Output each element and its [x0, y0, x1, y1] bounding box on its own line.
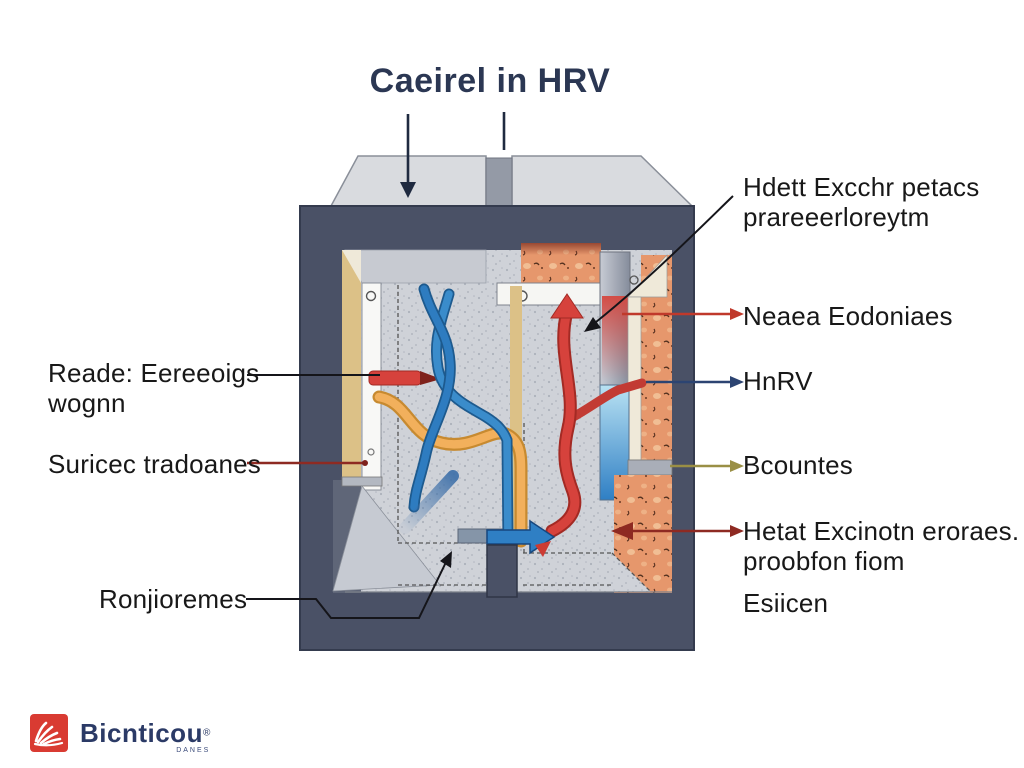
panel-screw-icon [365, 290, 377, 302]
brand-logo: Bicnticou® DANES [30, 714, 210, 754]
brand-logo-icon [30, 714, 68, 752]
label-reade-line2: wognn [48, 388, 126, 418]
floor-arrowhead [440, 551, 452, 568]
label-reade: Reade: Eereeoigs wognn [48, 358, 259, 418]
label-neaea: Neaea Eodoniaes [743, 301, 953, 331]
brand-name: Bicnticou [80, 718, 203, 748]
label-reade-line1: Reade: Eereeoigs [48, 358, 260, 388]
right-gray-band [627, 459, 673, 476]
heat-extract-arrowhead [611, 522, 633, 540]
red-up-arrowhead [550, 293, 584, 319]
floor-bevel-left [332, 485, 441, 592]
label-esiicen: Esiicen [743, 588, 829, 618]
left-insulation-strip [342, 250, 361, 482]
brand-tagline: DANES [176, 747, 211, 754]
title-arrowhead [400, 182, 416, 198]
label-hnrv: HnRV [743, 366, 813, 396]
label-ronjioremes: Ronjioremes [99, 584, 248, 614]
left-shelf [341, 476, 383, 487]
label-hdett: Hdett Excchr petacs prareeerloreytm [743, 172, 980, 232]
label-hetat: Hetat Excinotn eroraes. proobfon fiom Es… [743, 516, 1020, 618]
callout-lines [246, 112, 744, 619]
left-white-panel [361, 282, 382, 491]
center-pillar [486, 544, 518, 598]
interior-core [332, 243, 673, 593]
left-corner-bevel [342, 250, 361, 283]
diagram-title: Caeirel in HRV [369, 62, 611, 100]
registered-mark: ® [202, 727, 211, 739]
label-suricec: Suricec tradoanes [48, 449, 261, 479]
right-cream-strip [627, 296, 642, 461]
hot-air-glow [602, 296, 628, 381]
floor-right [517, 553, 651, 592]
brand-text: Bicnticou® DANES [80, 718, 210, 754]
label-bcountes: Bcountes [743, 450, 854, 480]
diagonal-arrowhead [584, 317, 601, 332]
airflow-tubes [368, 283, 647, 548]
faded-blue-diagonal [399, 470, 459, 534]
small-red-arrowhead [535, 541, 551, 557]
red-inlet-tube [368, 370, 422, 386]
lid-underside-panel [344, 249, 487, 284]
right-lid [511, 155, 694, 207]
fan-icon [34, 721, 62, 746]
bottom-flow [457, 519, 556, 557]
